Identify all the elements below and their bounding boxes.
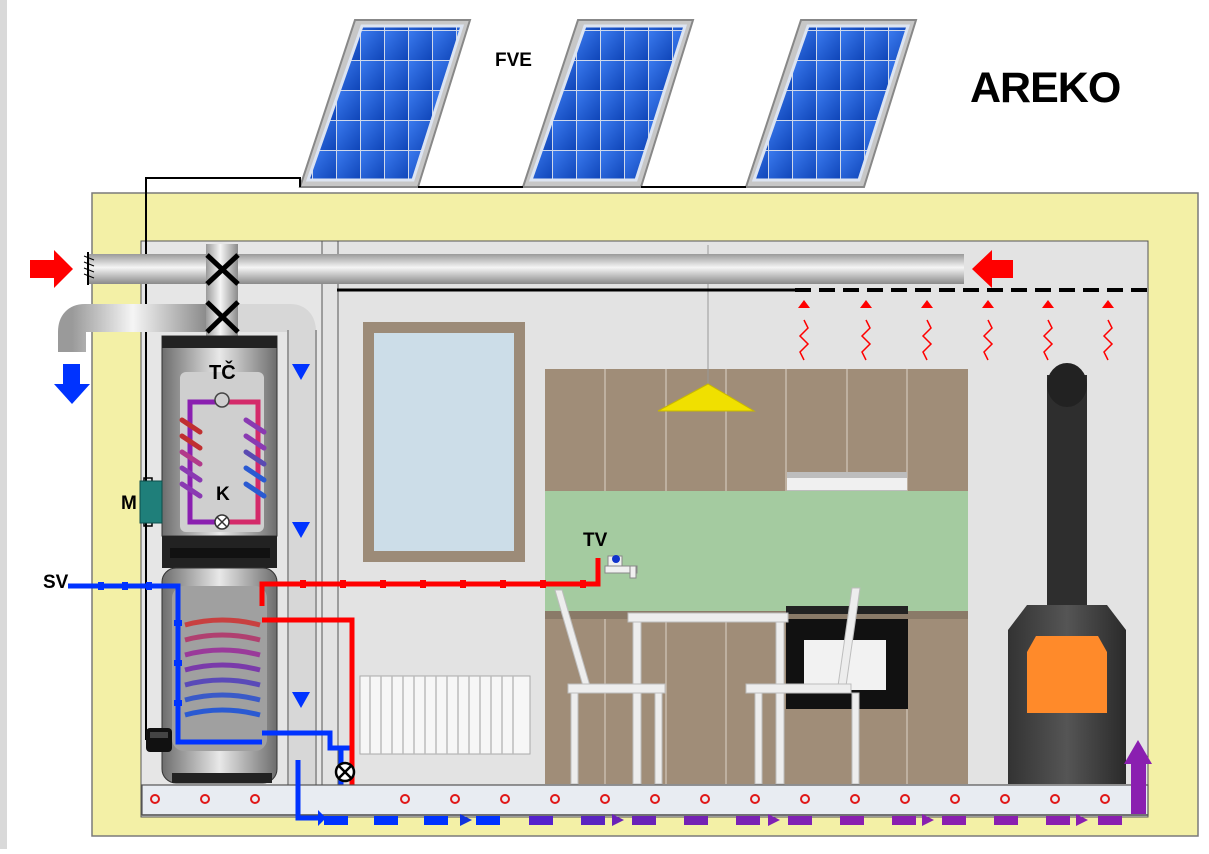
valve-icon bbox=[214, 514, 230, 530]
hot-water-label: TV bbox=[583, 530, 608, 551]
damper-x-icon bbox=[205, 300, 240, 334]
radiator-icon bbox=[359, 675, 531, 755]
valve-icon bbox=[334, 761, 356, 783]
solar-panel-icon bbox=[298, 19, 472, 188]
compressor-label: K bbox=[216, 484, 230, 505]
faucet-icon bbox=[604, 555, 638, 579]
brand-title: AREKO bbox=[970, 64, 1121, 112]
fve-label: FVE bbox=[495, 50, 532, 71]
cold-water-label: SV bbox=[43, 572, 69, 593]
blue-arrow-icon bbox=[54, 364, 90, 404]
inlet-grille-icon bbox=[83, 252, 95, 285]
solar-panel-icon bbox=[521, 19, 695, 188]
damper-x-icon bbox=[205, 253, 240, 286]
heat-pump-label: TČ bbox=[209, 362, 236, 384]
red-arrow-icon bbox=[30, 250, 73, 288]
stove-icon bbox=[1008, 363, 1126, 784]
solar-panel-icon bbox=[744, 19, 918, 188]
upper-cabinets bbox=[545, 369, 968, 491]
motor-label: M bbox=[121, 493, 137, 514]
fan-icon bbox=[146, 728, 172, 752]
red-arrow-icon bbox=[972, 250, 1013, 288]
backsplash bbox=[545, 491, 968, 611]
